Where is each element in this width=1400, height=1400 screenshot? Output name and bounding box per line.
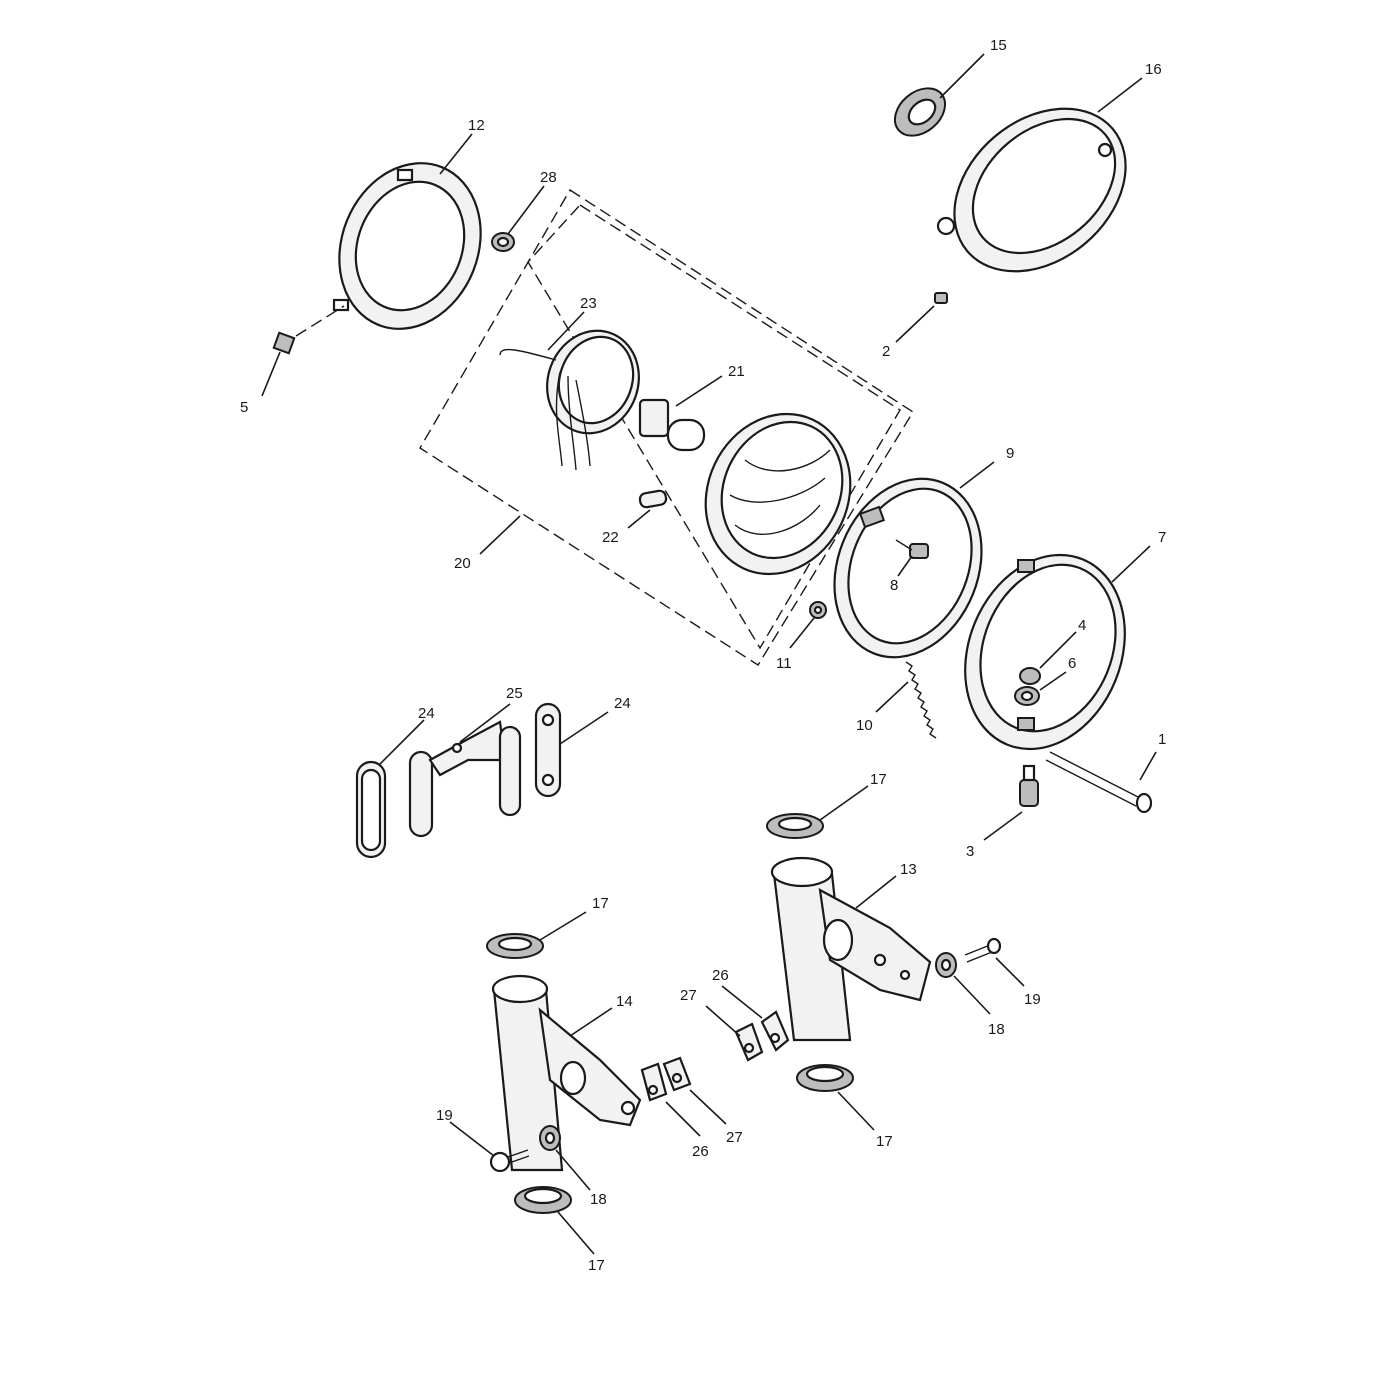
callout-13: 13 [900,861,917,878]
callout-8: 8 [890,577,898,594]
callout-6: 6 [1068,655,1076,672]
callout-18-a: 18 [988,1021,1005,1038]
callout-21: 21 [728,363,745,380]
part-6-washer [1014,686,1040,706]
callout-27-b: 27 [726,1129,743,1146]
part-9-inner-rim [833,477,983,659]
part-22-pilot-bulb [638,489,668,509]
part-4-nut [1019,667,1041,685]
part-28-washer [491,232,515,252]
part-8-screw [895,539,929,559]
part-17-grommet-d [514,1186,572,1214]
callout-4: 4 [1078,617,1086,634]
part-24-reflector-left [355,760,387,859]
callout-26-b: 26 [692,1143,709,1160]
part-17-grommet-b [486,933,544,959]
part-14-fork-bracket-left [491,974,642,1172]
part-27-clip-upper [734,1022,764,1062]
part-17-grommet-c [796,1064,854,1092]
part-25-bracket [408,720,522,838]
part-2-screw [934,292,948,304]
part-26-clip-lower [640,1062,668,1102]
callout-3: 3 [966,843,974,860]
callout-27-a: 27 [680,987,697,1004]
part-18-washer-left [539,1125,561,1151]
part-12-headlamp-rim [332,162,482,330]
callout-2: 2 [882,343,890,360]
headlamp-lens [704,412,852,576]
leader-lines [261,53,1157,1255]
callout-23: 23 [580,295,597,312]
callout-7: 7 [1158,529,1166,546]
callout-16: 16 [1145,61,1162,78]
callout-17-c: 17 [876,1133,893,1150]
callout-26-a: 26 [712,967,729,984]
callout-17-b: 17 [592,895,609,912]
part-27-clip-lower [662,1056,692,1092]
part-17-grommet-a [766,813,824,839]
part-19-bolt-left [489,1149,530,1173]
part-11-nut [809,601,827,619]
callout-18-b: 18 [590,1191,607,1208]
callout-11: 11 [776,655,792,672]
callout-22: 22 [602,529,619,546]
callout-20: 20 [454,555,471,572]
part-3-screw [1019,764,1039,807]
callout-5: 5 [240,399,248,416]
callout-9: 9 [1006,445,1014,462]
callout-12: 12 [468,117,485,134]
callout-19-b: 19 [436,1107,453,1124]
part-24-reflector-right [534,702,562,798]
part-20-headlamp-unit-outline-inner [527,204,901,650]
part-7-outer-rim [964,553,1126,751]
callout-17-d: 17 [588,1257,605,1274]
callout-28: 28 [540,169,557,186]
part-15-grommet [893,87,947,137]
callout-17-a: 17 [870,771,887,788]
part-21-bulb [638,398,706,452]
callout-1: 1 [1158,731,1166,748]
callout-24-a: 24 [418,705,435,722]
part-19-bolt-right [964,937,1002,963]
callout-19-a: 19 [1024,991,1041,1008]
part-1-bolt [1045,751,1153,814]
part-18-washer-right [935,952,957,978]
callout-labels: 15 16 12 28 5 2 23 21 9 22 20 8 7 4 6 11… [240,37,1166,1274]
callout-15: 15 [990,37,1007,54]
part-13-fork-bracket-right [770,856,932,1042]
part-10-spring [905,661,937,739]
part-16-headlamp-shell [936,107,1127,273]
callout-24-b: 24 [614,695,631,712]
callout-10: 10 [856,717,873,734]
callout-25: 25 [506,685,523,702]
part-26-clip-upper [760,1010,790,1052]
part-23-bulb-holder [499,329,640,471]
callout-14: 14 [616,993,633,1010]
part-5-clip-nut [272,305,345,355]
part-20-headlamp-unit-outline [419,189,914,666]
